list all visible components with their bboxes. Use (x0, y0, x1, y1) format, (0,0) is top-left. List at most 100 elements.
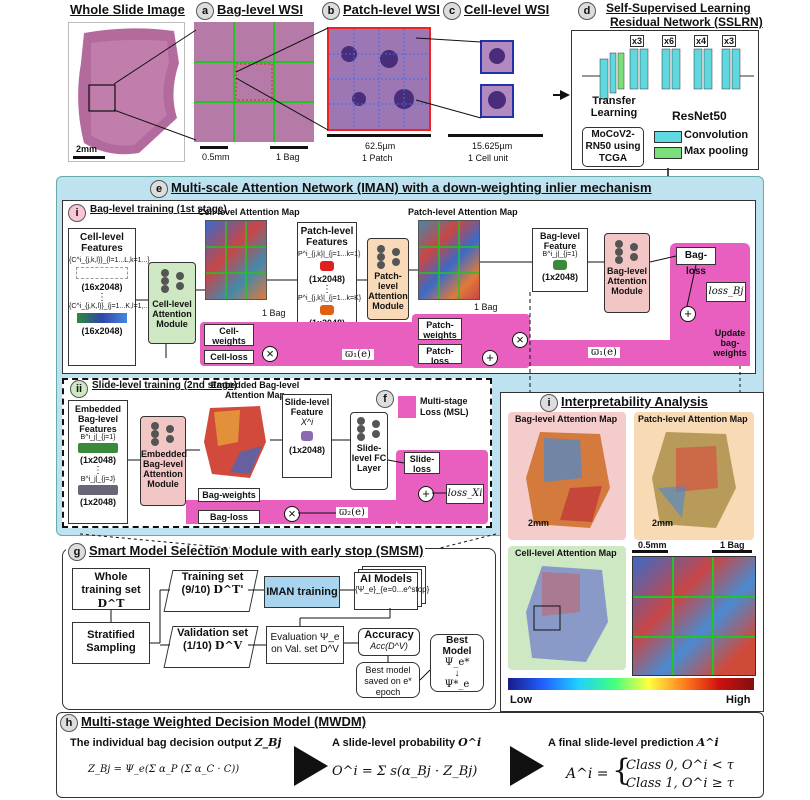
whole-slide-image (68, 22, 185, 162)
patch-attention-image (646, 428, 741, 533)
patch-level-wsi-image (327, 27, 431, 131)
moco-box: MoCoV2-RN50 using TCGA (582, 127, 644, 167)
resnet-block-diagram (582, 48, 754, 100)
slide-loss-box: Slide-loss (404, 452, 440, 474)
stage2-arrows (128, 439, 446, 514)
a-bag-label: 1 Bag (276, 152, 300, 162)
best-saved-box: Best model saved on e* epoch (356, 662, 420, 698)
loss-x-box: loss_Xi (446, 484, 484, 504)
stage2-title: ii Slide-level training (2nd stage) (70, 380, 237, 398)
msl-label: Multi-stage Loss (MSL) (420, 396, 469, 417)
bag-attention-image (520, 428, 615, 533)
a-scale-bar (200, 146, 228, 149)
col3-brace: { (612, 753, 632, 788)
patch-map-label: Patch-level Attention Map (638, 414, 748, 424)
w1a-label: ϖ₁(e) (342, 349, 374, 360)
loss-bj-box: loss_Bj (706, 282, 746, 302)
nn-icon-emb (151, 422, 174, 446)
slide-fc-layer: Slide-level FC Layer (350, 412, 388, 490)
times-node-3: × (284, 506, 300, 522)
cell-features-box: Cell-level Features {C^i_{j,k,l}}_{l=1..… (68, 228, 158, 366)
col2-formula: O^i = Σ s(α_Bj · Z_Bj) (332, 764, 478, 779)
stage1-arrows (136, 255, 741, 398)
tissue-shape (78, 28, 179, 155)
stratified-box: Stratified Sampling (72, 622, 150, 664)
arrow-right-2 (510, 746, 544, 786)
cell-map-label: Cell-level Attention Map (515, 548, 617, 558)
cell-image-1 (480, 40, 514, 74)
scale3-bar (632, 550, 668, 553)
msl-swatch (398, 396, 416, 418)
col3-a-eq: A^i = (566, 766, 609, 782)
iman-training-box: IMAN training (264, 576, 340, 608)
bag-loss2-box: Bag-loss (198, 510, 260, 524)
wsi-scale-label: 2mm (76, 144, 98, 154)
scale1-label: 2mm (528, 518, 550, 528)
mwdm-panel (56, 712, 764, 798)
cell-image-2 (480, 84, 514, 118)
ai-models-stack: AI Models {Ψ_e}_{e=0...e^stop} (354, 566, 429, 610)
a-bag-bar (270, 146, 308, 149)
col3-title: A final slide-level prediction A^i (548, 736, 719, 749)
scale4-label: 1 Bag (720, 540, 745, 550)
col1-formula: Z_Bj = Ψ_e(Σ α_P (Σ α_C · C)) (88, 764, 240, 775)
cell-attention-module: Cell-level Attention Module (148, 262, 196, 344)
accuracy-box: Accuracy Acc(D^V) (358, 628, 420, 656)
stage1-title: i Bag-level training (1st stage) (68, 204, 227, 222)
nn-icon-patch (377, 245, 400, 269)
embedded-features-box: Embedded Bag-level Features B^i_j|_{j=1}… (68, 400, 128, 524)
col1-title: The individual bag decision output Z_Bj (70, 736, 282, 749)
plus-node-1: + (680, 306, 696, 322)
b-unit-label: 1 Patch (362, 153, 393, 163)
times-node-2: × (512, 332, 528, 348)
cell-att-map-label: Cell-level Attention Map (198, 207, 300, 217)
top-connector-lines (113, 27, 669, 176)
bag-feature-box: Bag-level Feature B^i_j|_{j=1} (1x2048) (532, 228, 588, 292)
cell-weights-box: Cell-weights (204, 324, 254, 346)
c-scale-label: 15.625µm (472, 141, 513, 151)
transfer-learning-label: Transfer Learning (590, 95, 638, 119)
nn-icon-bag (615, 240, 638, 264)
embedded-attention-map (200, 402, 270, 482)
update-bag-weights: Update bag-weights (713, 328, 747, 358)
colorbar (508, 678, 754, 690)
colorbar-low: Low (510, 694, 532, 706)
bag-map-label: Bag-level Attention Map (515, 414, 618, 424)
w2-label: ϖ₂(e) (336, 507, 368, 518)
c-scale-bar (448, 134, 543, 137)
cell-loss-box: Cell-loss (204, 350, 254, 364)
pool-legend-label: Max pooling (684, 145, 749, 157)
patch-loss-box: Patch-loss (418, 344, 462, 366)
times-node-1: × (262, 346, 278, 362)
x3b-label: x3 (722, 35, 737, 47)
patch-weights-box: Patch-weights (418, 318, 462, 340)
class0-text: Class 0, O^i < τ (626, 758, 734, 773)
smsm-arrows (79, 533, 497, 681)
class1-text: Class 1, O^i ≥ τ (626, 776, 734, 791)
patch-features-box: Patch-level Features P^i_{j,k}|_{j=1...k… (297, 222, 361, 340)
emb-att-map-label: Embedded Bag-level Attention Map (210, 380, 300, 400)
b-scale-bar (327, 134, 431, 137)
cell-attention-image (520, 562, 615, 666)
plus-node-3: + (418, 486, 434, 502)
slide-feature-box: Slide-level Feature X^i (1x2048) (282, 394, 332, 478)
scale3-label: 0.5mm (638, 540, 667, 550)
col2-title: A slide-level probability O^i (332, 736, 482, 749)
patch-attention-map (418, 220, 480, 300)
evaluation-box: Evaluation Ψ_e on Val. set D^V (266, 626, 344, 664)
x6-label: x6 (662, 35, 677, 47)
b-scale-label: 62.5µm (365, 141, 396, 151)
x3a-label: x3 (630, 35, 645, 47)
cell-attention-map (205, 220, 267, 300)
x4-label: x4 (694, 35, 709, 47)
plus-node-2: + (482, 350, 498, 366)
patch-attention-module: Patch-level Attention Module (367, 238, 409, 320)
a-scale-label: 0.5mm (202, 152, 230, 162)
